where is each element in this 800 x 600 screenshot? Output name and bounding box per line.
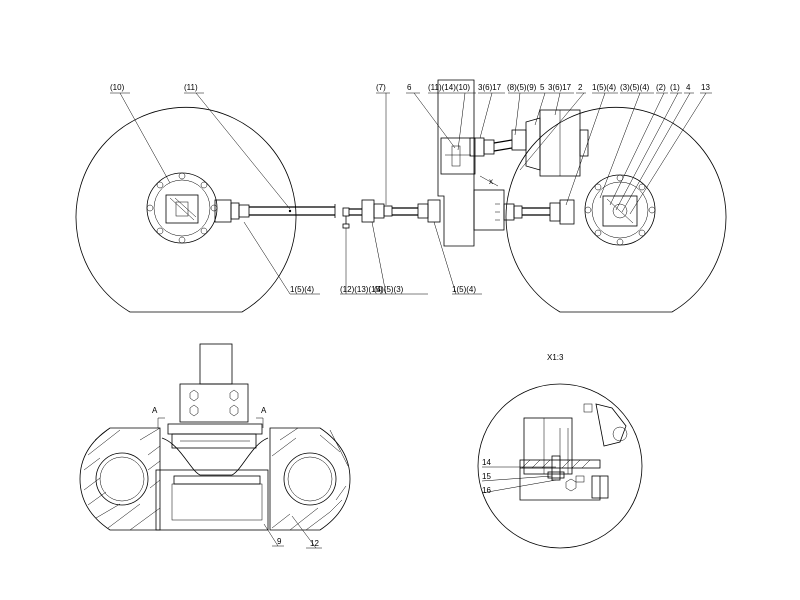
label-1-5-4-top: 1(5)(4) xyxy=(592,83,616,92)
label-10: (10) xyxy=(110,83,125,92)
right-drive-shaft xyxy=(503,199,575,225)
label-14: 14 xyxy=(482,458,491,467)
label-1b: (1) xyxy=(670,83,680,92)
detail-x-mark: x xyxy=(489,177,493,186)
upper-drive-shaft xyxy=(469,129,527,157)
label-1-5-4-left: 1(5)(4) xyxy=(290,285,314,294)
label-2: 2 xyxy=(578,83,583,92)
label-2b: (2) xyxy=(656,83,666,92)
left-wheel xyxy=(75,106,297,313)
label-12-front: 12 xyxy=(310,539,319,548)
label-9: 9 xyxy=(277,537,282,546)
center-drive-shaft xyxy=(342,199,441,229)
central-gearbox xyxy=(437,79,505,247)
label-3-5-4: (3)(5)(4) xyxy=(620,83,650,92)
label-11-14-10: (11)(14)(10) xyxy=(428,83,470,92)
label-3-6-17: 3(6)17 xyxy=(478,83,502,92)
motor-drum xyxy=(525,109,589,177)
left-drive-shaft xyxy=(214,199,336,223)
label-3-6-17b: 3(6)17 xyxy=(548,83,572,92)
label-7: (7) xyxy=(376,83,386,92)
label-8-5-9: (8)(5)(9) xyxy=(507,83,537,92)
label-6: 6 xyxy=(407,83,412,92)
label-4: 4 xyxy=(686,83,691,92)
detail-view xyxy=(477,383,643,549)
right-wheel xyxy=(505,106,727,313)
section-a-left: A xyxy=(152,406,158,415)
detail-title: X1:3 xyxy=(547,353,564,362)
section-a-right: A xyxy=(261,406,267,415)
leader-lines xyxy=(110,92,712,295)
label-13: 13 xyxy=(701,83,710,92)
front-view xyxy=(79,343,351,549)
label-16: 16 xyxy=(482,486,491,495)
label-12-13-15: (12)(13)(15) xyxy=(340,285,383,294)
label-1-5-4-mid: 1(5)(4) xyxy=(452,285,476,294)
label-4-5-3: (4)(5)(3) xyxy=(374,285,404,294)
label-11: (11) xyxy=(184,83,198,92)
label-15: 15 xyxy=(482,472,491,481)
label-5: 5 xyxy=(540,83,545,92)
